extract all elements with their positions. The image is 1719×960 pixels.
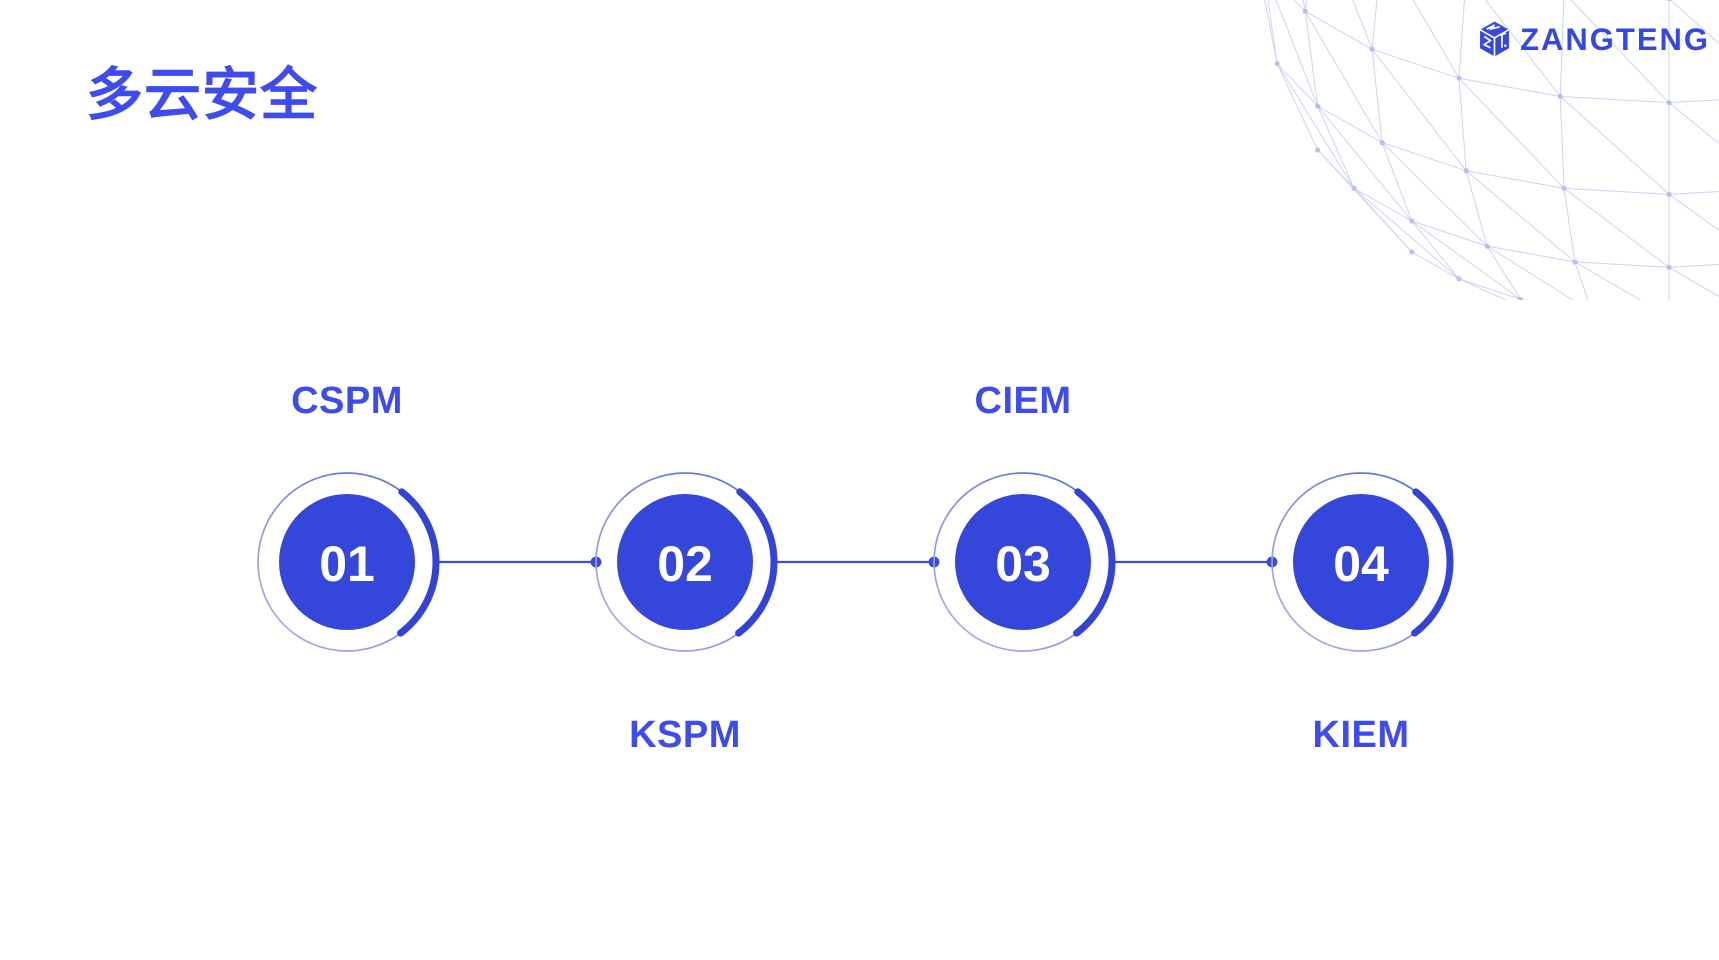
step-circle-1: 01 — [257, 472, 440, 652]
connector-2-3 — [777, 556, 940, 568]
page-title: 多云安全 — [86, 63, 318, 127]
step-disc — [1293, 494, 1429, 630]
step-disc — [279, 494, 415, 630]
step-number: 04 — [1333, 536, 1389, 592]
step-circle-4: 04 — [1271, 472, 1454, 652]
cube-logo-icon — [1479, 21, 1510, 57]
step-circle-2: 02 — [595, 472, 778, 652]
step-arc — [1411, 488, 1454, 637]
step-label-kiem: KIEM — [1312, 714, 1410, 756]
connector-1-2 — [439, 556, 602, 568]
step-number: 02 — [657, 536, 713, 592]
brand-name: ZANGTENG — [1520, 21, 1710, 57]
step-number: 01 — [319, 536, 375, 592]
step-arc — [397, 488, 440, 637]
step-disc — [955, 494, 1091, 630]
connector-3-4 — [1115, 556, 1278, 568]
step-arc — [1073, 488, 1116, 637]
step-disc — [617, 494, 753, 630]
step-arc — [735, 488, 778, 637]
step-circle-3: 03 — [933, 472, 1116, 652]
step-label-kspm: KSPM — [629, 714, 741, 756]
step-label-cspm: CSPM — [291, 380, 403, 422]
brand-logo: ZANGTENG — [1478, 20, 1710, 58]
step-label-ciem: CIEM — [974, 380, 1072, 422]
step-number: 03 — [995, 536, 1051, 592]
